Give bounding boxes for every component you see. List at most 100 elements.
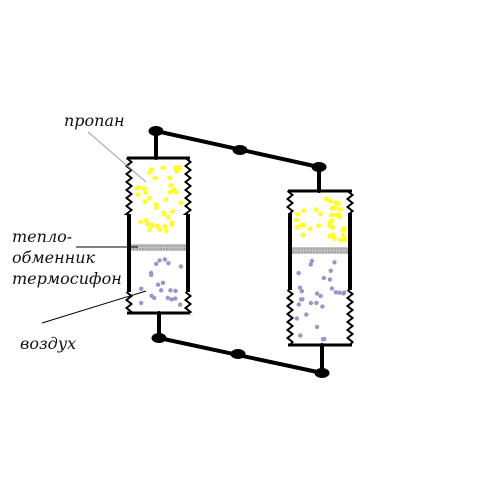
propane-dot <box>165 215 171 220</box>
propane-dot <box>163 228 169 234</box>
propane-dot <box>143 190 149 196</box>
right-container <box>285 189 355 347</box>
air-dot <box>314 291 320 296</box>
label-exchanger-line: обменник <box>12 248 96 267</box>
air-dot <box>298 333 303 338</box>
air-dot <box>328 268 333 273</box>
label-propane: пропан <box>64 111 125 130</box>
propane-dot <box>169 222 175 228</box>
propane-dot <box>170 209 175 214</box>
upper-pipe <box>154 128 321 193</box>
propane-dot <box>147 227 153 233</box>
propane-dot <box>336 214 342 220</box>
leader-line-propane <box>87 131 147 183</box>
propane-dot <box>174 168 180 174</box>
air-dot <box>342 290 347 295</box>
air-dot <box>160 280 166 286</box>
propane-dot <box>330 225 335 230</box>
propane-dot <box>316 223 321 229</box>
air-dot <box>178 302 183 307</box>
bellows-wall <box>285 289 295 346</box>
air-dot <box>148 270 154 276</box>
propane-dot <box>138 219 144 225</box>
propane-dot <box>338 237 344 243</box>
air-dot <box>322 336 327 342</box>
air-dot <box>327 277 333 282</box>
propane-dot <box>142 199 148 205</box>
propane-dot <box>301 208 306 214</box>
air-dot <box>169 297 174 302</box>
propane-dot <box>313 207 319 213</box>
propane-dot <box>295 211 300 217</box>
air-dot <box>139 286 144 291</box>
propane-dot <box>168 182 174 188</box>
propane-dot <box>307 226 313 232</box>
propane-dot <box>330 232 336 238</box>
air-dot <box>173 296 178 301</box>
air-dot <box>304 312 309 317</box>
propane-dot <box>301 222 306 228</box>
pipe-node <box>230 349 246 359</box>
air-dot <box>154 261 159 267</box>
propane-dot <box>167 175 172 181</box>
propane-dot <box>152 175 158 181</box>
propane-dot <box>144 221 150 227</box>
propane-dot <box>342 237 348 243</box>
pipe-node <box>232 145 248 155</box>
air-dot <box>139 300 144 306</box>
label-exchanger-line: термосифон <box>12 269 122 288</box>
propane-dots <box>294 196 348 243</box>
bellows-wall <box>345 289 355 346</box>
air-dot <box>314 300 319 306</box>
air-dot <box>309 258 315 264</box>
leader-line-air <box>41 290 147 324</box>
propane-dot <box>157 227 162 232</box>
exchanger-band <box>130 244 188 251</box>
propane-dot <box>317 211 323 217</box>
propane-dot <box>300 232 306 238</box>
exchanger-band <box>292 247 349 254</box>
air-dot <box>308 300 314 306</box>
pipe-nodes <box>148 126 330 378</box>
air-dot <box>296 270 301 276</box>
air-dot <box>299 289 305 294</box>
air-dot <box>162 257 168 262</box>
propane-dot <box>153 202 159 207</box>
propane-dot <box>327 219 333 225</box>
air-dot <box>165 295 170 301</box>
propane-dot <box>338 206 343 212</box>
air-dot <box>314 324 320 330</box>
air-dot <box>294 316 299 321</box>
air-dot <box>332 260 337 265</box>
label-air: воздух <box>20 334 77 353</box>
propane-dot <box>161 211 167 217</box>
propane-dots <box>134 165 184 234</box>
pipe-node <box>151 333 167 343</box>
propane-dot <box>162 224 168 229</box>
propane-dot <box>142 186 147 192</box>
propane-dot <box>163 197 169 203</box>
propane-dot <box>332 236 337 242</box>
propane-dot <box>329 205 335 211</box>
left-container <box>123 156 193 315</box>
air-dot <box>320 304 325 309</box>
air-dot <box>296 302 301 307</box>
air-dot <box>173 288 178 294</box>
propane-dot <box>146 195 152 201</box>
pipe-node <box>314 368 330 378</box>
air-dot <box>318 293 323 299</box>
propane-dot <box>332 200 338 206</box>
propane-dot <box>149 222 155 228</box>
air-dot <box>321 275 327 281</box>
air-dot <box>308 262 313 267</box>
bellows-wall <box>182 157 193 215</box>
air-dot <box>157 258 162 263</box>
air-dot <box>178 264 184 269</box>
propane-dot <box>294 217 299 223</box>
air-dot <box>158 288 164 293</box>
pipe-node <box>148 126 164 136</box>
air-dot <box>166 261 171 266</box>
propane-dot <box>160 165 166 171</box>
